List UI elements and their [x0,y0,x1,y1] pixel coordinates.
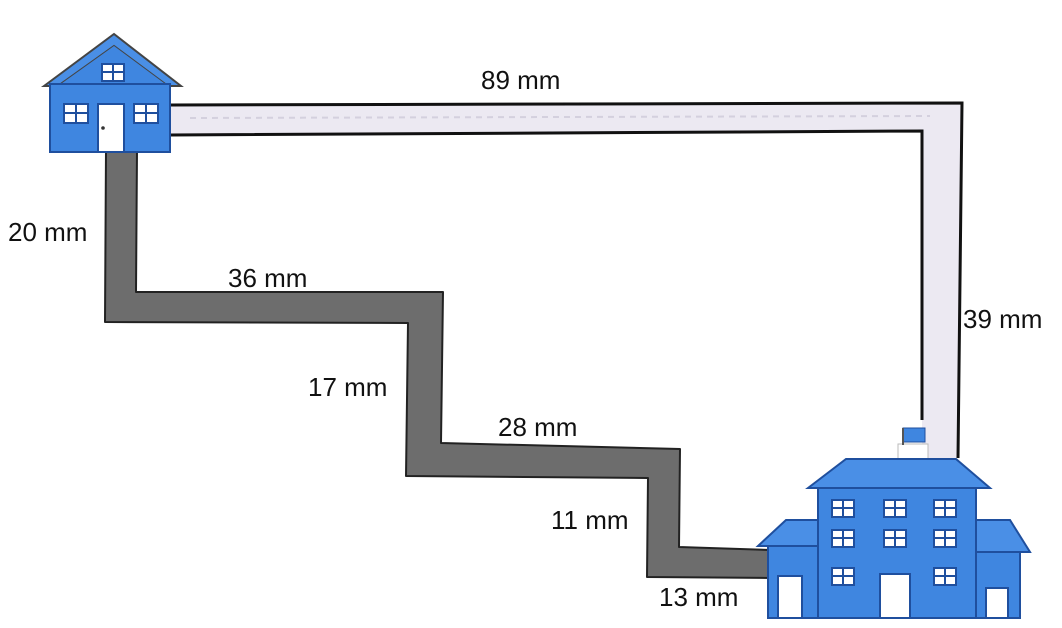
segment-label-stair-2: 36 mm [228,263,308,293]
house-icon [40,32,184,153]
segment-label-stair-1: 20 mm [8,217,88,247]
long-route-outer-edge [169,101,964,459]
school-right-wing-roof [974,519,1032,553]
school-left-wing-door [777,575,803,619]
house-window-attic [101,63,125,82]
segment-label-top-horizontal: 89 mm [481,65,561,95]
school-roof [805,458,993,489]
school-left-wing-roof [755,519,823,547]
school-main-door [879,573,911,619]
school-icon [755,427,1032,619]
flag-icon [897,427,929,461]
segment-label-stair-3: 17 mm [308,372,388,402]
school-right-wing-door [985,587,1009,619]
long-route-texture [189,115,931,119]
school-window-crossbars [832,500,956,585]
segment-label-stair-5: 11 mm [551,505,629,535]
long-route [169,101,964,459]
long-route-inner-edge [169,129,924,420]
segment-label-stair-6: 13 mm [659,582,739,612]
house-window-right [133,103,159,124]
segment-label-top-vertical: 39 mm [963,304,1043,334]
segment-label-stair-4: 28 mm [498,412,578,442]
short-route-fill [104,149,772,579]
house-window-left [63,103,89,124]
house-door-knob [101,126,105,130]
short-route [104,149,772,579]
